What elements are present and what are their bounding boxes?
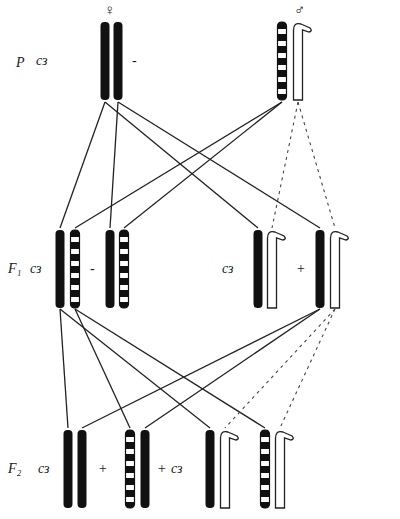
generation-label: P bbox=[16, 56, 25, 70]
sex-symbol: ♀ bbox=[104, 3, 115, 18]
genotype-sign: + bbox=[296, 262, 305, 276]
genotype-label: сз bbox=[38, 462, 50, 476]
generation-label: F₂ bbox=[8, 462, 21, 476]
inheritance-lines bbox=[60, 102, 320, 428]
genotype-sign: - bbox=[90, 262, 95, 276]
sex-symbol: ♂ bbox=[294, 3, 305, 18]
genotype-sign: - bbox=[132, 54, 137, 68]
chromosomes-p bbox=[101, 22, 312, 100]
genotype-sign: + bbox=[157, 462, 166, 476]
genotype-label: сз bbox=[36, 54, 48, 68]
genotype-label: сз bbox=[30, 262, 42, 276]
chromosomes-f1 bbox=[56, 230, 349, 308]
generation-label: F₁ bbox=[8, 262, 21, 276]
y-inheritance-lines bbox=[225, 102, 335, 428]
genotype-label: сз bbox=[222, 262, 234, 276]
chromosomes-f2 bbox=[64, 430, 294, 508]
genotype-label: сз bbox=[171, 462, 183, 476]
genotype-sign: + bbox=[98, 462, 107, 476]
